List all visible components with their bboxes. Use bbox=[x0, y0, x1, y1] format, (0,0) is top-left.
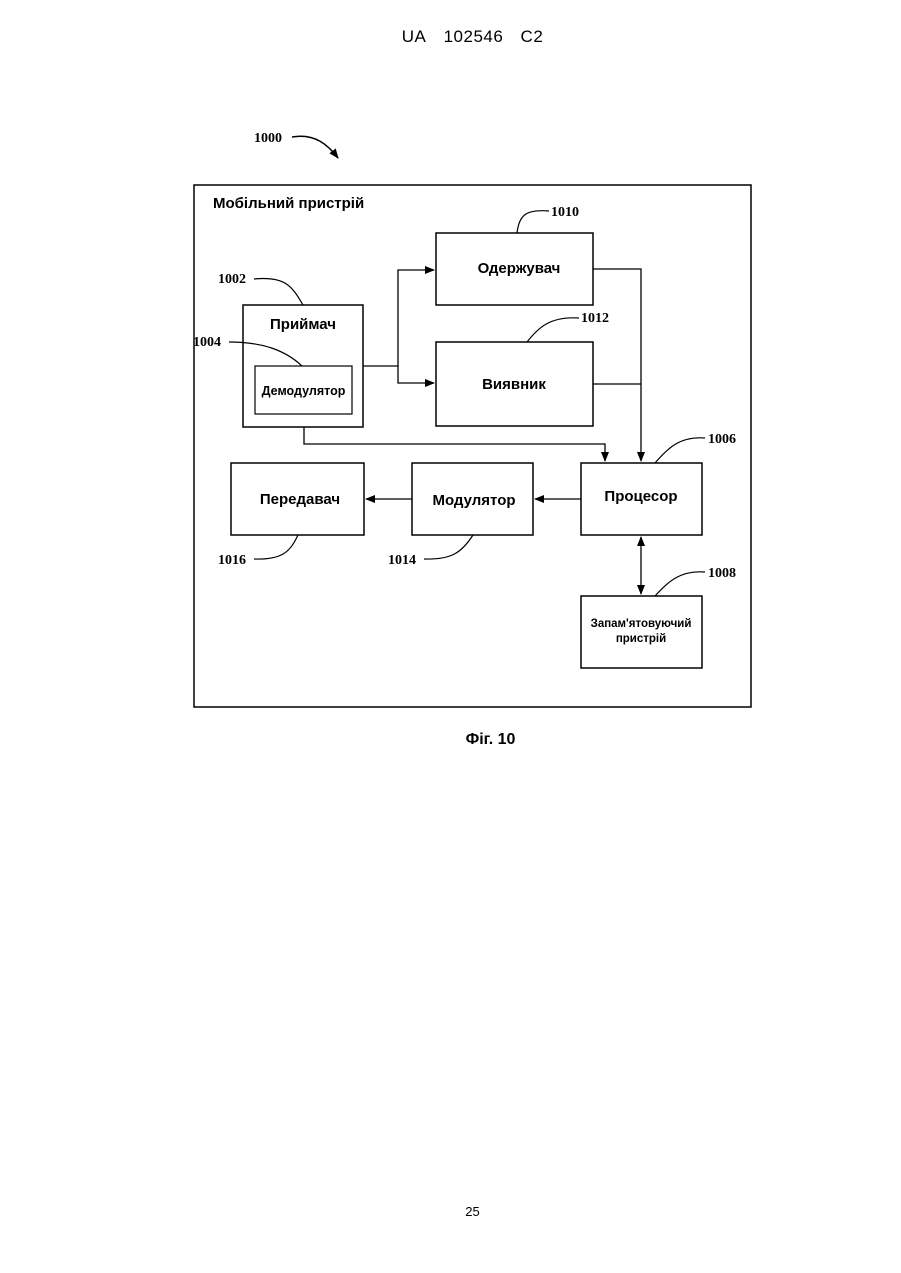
receiver-to-processor-arrow bbox=[304, 427, 605, 461]
figure-ref-arrow bbox=[292, 136, 338, 158]
demodulator-label: Демодулятор bbox=[262, 384, 346, 398]
figure-caption: Фіг. 10 bbox=[0, 731, 901, 749]
memory-ref: 1008 bbox=[708, 566, 736, 581]
mobile-device-label: Мобільний пристрій bbox=[213, 195, 364, 212]
receiver-to-detector-arrow bbox=[398, 366, 434, 383]
receiver-ref-leader bbox=[254, 278, 303, 305]
demodulator-ref-leader bbox=[229, 342, 302, 366]
obtainer-ref-leader bbox=[517, 211, 549, 233]
memory-ref-leader bbox=[655, 572, 705, 596]
processor-ref: 1006 bbox=[708, 432, 736, 447]
obtainer-ref: 1010 bbox=[551, 205, 579, 220]
memory-label-line1: Запам'ятовуючий bbox=[591, 618, 692, 630]
processor-ref-leader bbox=[655, 438, 705, 463]
memory-box bbox=[581, 596, 702, 668]
receiver-label: Приймач bbox=[270, 316, 336, 333]
page-number: 25 bbox=[0, 1204, 901, 1219]
detector-label: Виявник bbox=[482, 376, 546, 393]
modulator-ref-leader bbox=[424, 535, 473, 559]
obtainer-to-processor-arrow bbox=[593, 269, 641, 461]
transmitter-label: Передавач bbox=[260, 491, 340, 508]
modulator-ref: 1014 bbox=[388, 553, 416, 568]
figure-ref: 1000 bbox=[254, 131, 282, 146]
memory-label-line2: пристрій bbox=[616, 633, 666, 645]
detector-ref-leader bbox=[527, 318, 579, 342]
receiver-ref: 1002 bbox=[218, 272, 246, 287]
demodulator-ref: 1004 bbox=[193, 335, 221, 350]
modulator-label: Модулятор bbox=[432, 492, 515, 509]
transmitter-ref: 1016 bbox=[218, 553, 246, 568]
obtainer-label: Одержувач bbox=[478, 260, 561, 277]
transmitter-ref-leader bbox=[254, 535, 298, 559]
detector-ref: 1012 bbox=[581, 311, 609, 326]
processor-label: Процесор bbox=[604, 488, 677, 505]
receiver-to-obtainer-arrow bbox=[363, 270, 434, 366]
